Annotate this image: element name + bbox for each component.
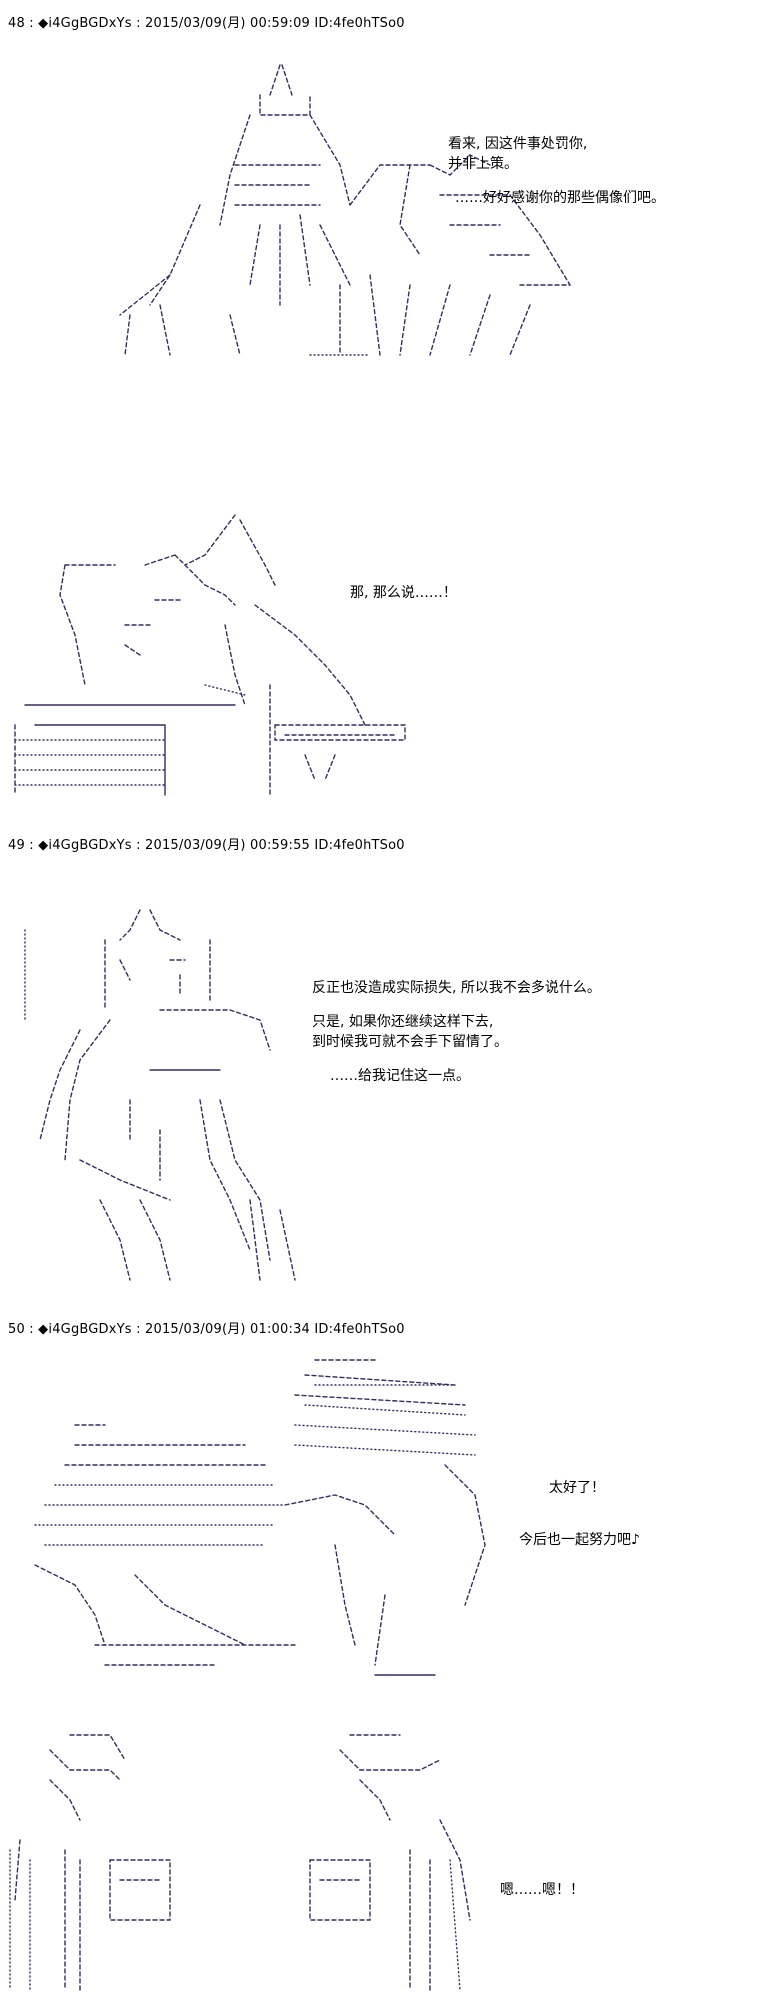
dialogue-line: 并非上策。	[448, 156, 518, 172]
dialogue-line: 看来, 因这件事处罚你,	[448, 136, 588, 152]
dialogue-line: ……给我记住这一点。	[330, 1068, 470, 1084]
aa-art-figure-office	[119, 64, 571, 356]
dialogue-line: 只是, 如果你还继续这样下去,	[312, 1014, 494, 1030]
dialogue-line: 嗯……嗯！！	[500, 1882, 584, 1898]
aa-art-two-figures-cheer	[34, 1359, 486, 1676]
dialogue-line: 到时候我可就不会手下留情了。	[312, 1034, 508, 1050]
dialogue-line: 反正也没造成实际损失, 所以我不会多说什么。	[312, 980, 601, 996]
dialogue-line: 太好了！	[549, 1480, 605, 1496]
post-header-49: 49 : ◆i4GgBGDxYs : 2015/03/09(月) 00:59:5…	[8, 838, 405, 853]
dialogue-line: 那, 那么说……！	[350, 585, 457, 601]
aa-art-two-figures-closeup	[9, 1734, 471, 1991]
post-header-50: 50 : ◆i4GgBGDxYs : 2015/03/09(月) 01:00:3…	[8, 1322, 405, 1337]
aa-art-figure-desk	[14, 514, 406, 796]
post-header-48: 48 : ◆i4GgBGDxYs : 2015/03/09(月) 00:59:0…	[8, 16, 405, 31]
aa-art-figure-standing	[24, 909, 296, 1281]
dialogue-line: 今后也一起努力吧♪	[519, 1532, 640, 1548]
dialogue-line: ……好好感谢你的那些偶像们吧。	[455, 190, 665, 206]
